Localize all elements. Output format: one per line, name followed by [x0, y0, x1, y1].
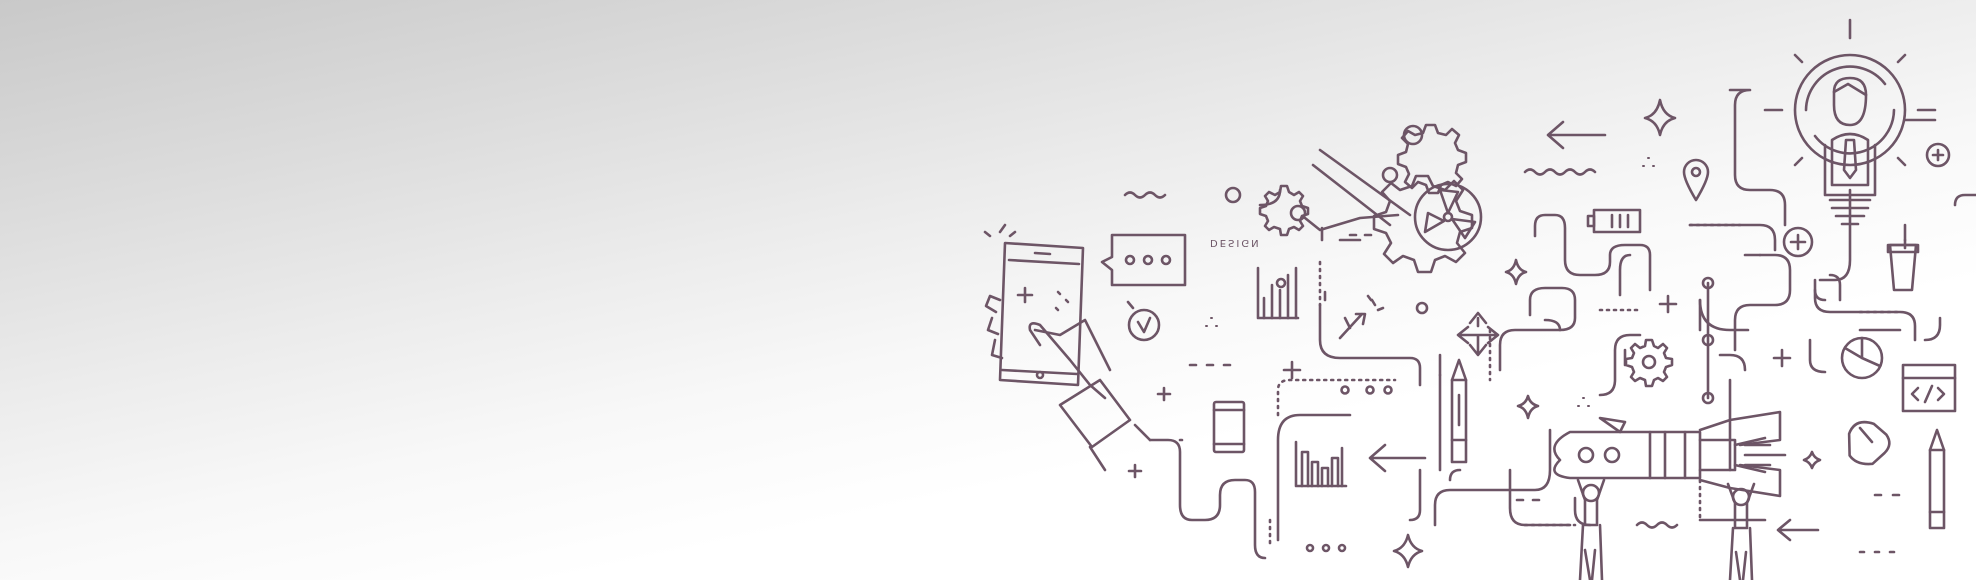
plus-circle-icon [1784, 144, 1949, 256]
sparkle-icon [1394, 100, 1820, 567]
mobile-phone-icon [1214, 402, 1244, 452]
location-pin-icon [1684, 160, 1708, 200]
slider-line [1703, 278, 1713, 403]
move-arrows-icon [1458, 313, 1498, 355]
bar-chart-icon [1296, 442, 1346, 486]
battery-icon [1588, 210, 1640, 232]
arrow-left-icon [1370, 122, 1818, 540]
pie-chart-icon [1842, 338, 1882, 378]
small-circle [1226, 188, 1240, 202]
cursor-click-icon [1340, 296, 1383, 338]
ellipsis-icon [1307, 387, 1392, 552]
chat-bubble-icon [1102, 235, 1185, 285]
rocket-icon [1554, 412, 1785, 496]
plus-icon [1129, 296, 1790, 477]
smartphone-hand-icon [985, 225, 1150, 470]
gear-icon [1626, 340, 1672, 386]
connector-lines [1150, 90, 1976, 558]
small-circle [1417, 303, 1427, 313]
people-carrying-icon [1578, 480, 1754, 580]
gears-icon [1260, 125, 1481, 272]
dash-marks [1190, 365, 1899, 552]
dotted-lines [1180, 225, 1900, 545]
squiggle-lines [1125, 170, 1677, 528]
lightbulb-person-icon [1765, 20, 1935, 224]
cup-icon [1888, 245, 1918, 290]
bar-chart-icon [1258, 268, 1298, 318]
code-window-icon [1903, 365, 1955, 411]
dots-cluster [1206, 158, 1654, 406]
design-text: DESIGN [1210, 237, 1261, 248]
mouse-icon [1837, 413, 1895, 471]
clock-icon [1128, 302, 1159, 340]
pencil-icon [1452, 360, 1944, 528]
